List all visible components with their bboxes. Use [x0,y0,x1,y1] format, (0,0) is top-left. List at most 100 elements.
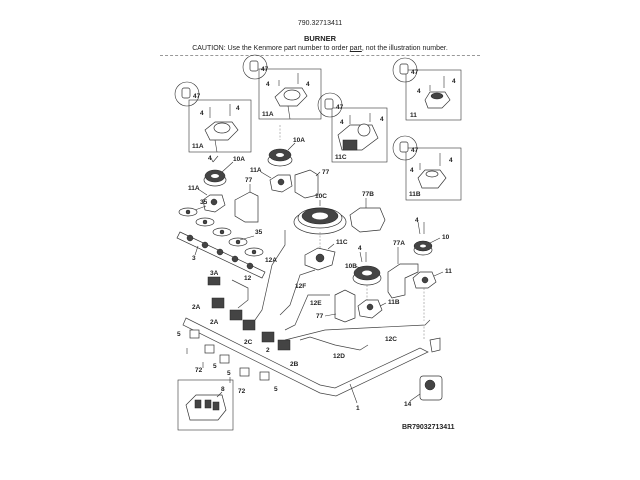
bracket-77-left[interactable]: 77 [234,177,259,223]
callout-47: 47 [411,69,419,76]
label-12: 12 [244,275,252,282]
label-77: 77 [245,177,253,184]
inset-frame [188,99,252,153]
valve-11[interactable]: 11 [412,268,452,340]
pipe-12[interactable]: 12 [231,275,252,309]
burner-10b[interactable]: 10B 4 [345,245,382,310]
callout-4: 4 [200,110,204,117]
callout-4: 4 [266,81,270,88]
label-12a: 12A [265,257,277,264]
valve-11a-left[interactable]: 11A [188,185,226,213]
manifold-pipe-1[interactable]: 1 [182,317,429,412]
label-77b: 77B [362,191,374,198]
callout-4: 4 [452,78,456,85]
label-12e: 12E [310,300,322,307]
label-72: 72 [195,367,203,374]
inset-11[interactable]: 47 4 4 11 [392,57,462,121]
callout-4: 4 [340,119,344,126]
callout-4: 4 [410,167,414,174]
part-link[interactable]: part [349,45,362,52]
knob-detail-circle [174,81,200,107]
callout-47: 47 [336,104,344,111]
inset-11b[interactable]: 47 4 4 11B [392,135,462,201]
callout-4: 4 [449,157,453,164]
valve-2a-upper[interactable]: 2A [192,297,225,311]
bracket-77-lower[interactable]: 77 [316,289,356,323]
caution-text-end: , not the illustration number. [361,45,448,52]
regulator-14[interactable]: 14 [404,337,443,408]
callout-47: 47 [261,66,269,73]
burner-caps-35[interactable]: 35 35 [178,199,264,257]
burner-10c[interactable]: 10C [293,193,347,235]
label-12f: 12F [295,283,306,290]
callout-47: 47 [193,93,201,100]
callout-8: 8 [221,386,225,393]
valve-2a-lower[interactable]: 2A [210,309,243,326]
diagram-title: BURNER [303,34,337,43]
label-12c: 12C [385,336,397,343]
pipe-12a[interactable]: 12A [254,230,286,321]
pipe-12d[interactable]: 12D [299,336,369,360]
label-11b: 11B [388,299,400,306]
valve-11b[interactable]: 11B [357,299,400,319]
label-10b: 10B [345,263,357,270]
label-4: 4 [208,155,212,162]
label-10a: 10A [233,156,245,163]
bracket-77b[interactable]: 77B [349,191,386,233]
label-77: 77 [322,169,330,176]
clips-5[interactable]: 5 5 5 5 [177,329,278,393]
label-2a: 2A [192,304,201,311]
valve-11a-center[interactable]: 11A [250,167,293,193]
inset-label: 11A [262,111,274,118]
callout-4: 4 [306,81,310,88]
bracket-77-center[interactable]: 77 [294,169,330,199]
label-1: 1 [356,405,360,412]
label-77: 77 [316,313,324,320]
inset-11a-top[interactable]: 47 4 4 11A [242,54,322,120]
pipe-12c[interactable]: 12C [284,319,431,343]
label-4: 4 [358,245,362,252]
label-5: 5 [274,386,278,393]
label-10a: 10A [293,137,305,144]
burner-10a-center[interactable]: 10A [267,125,305,167]
label-5: 5 [213,363,217,370]
bracket-77a[interactable]: 77A [387,240,419,299]
header-divider [160,55,480,56]
valve-2c[interactable]: 2C [242,319,256,346]
inset-11a-left[interactable]: 47 4 4 11A [174,81,252,153]
valve-11c[interactable]: 11C [304,232,348,271]
label-35: 35 [200,199,208,206]
diagram-reference-id: BR79032713411 [402,424,455,431]
inset-8[interactable]: 8 [177,379,234,431]
pipe-12f[interactable]: 12F [279,269,316,316]
orifice-3a[interactable]: 3A [207,270,221,286]
caution-text: CAUTION: Use the Kenmore part number to … [192,45,350,52]
label-10c: 10C [315,193,327,200]
callout-47: 47 [411,147,419,154]
label-11: 11 [445,268,452,275]
inset-11c[interactable]: 47 4 4 11C [317,92,388,163]
valve-2b[interactable]: 2B [277,339,299,368]
label-11a: 11A [250,167,262,174]
callout-4: 4 [417,88,421,95]
label-11c: 11C [336,239,348,246]
burner-10[interactable]: 10 4 [413,217,450,256]
inset-label: 11A [192,143,204,150]
burner-spreader-3[interactable]: 3 [176,231,266,279]
valve-2[interactable]: 2 [261,331,275,354]
label-3: 3 [192,255,196,262]
label-2: 2 [266,347,270,354]
burner-10a-left[interactable]: 10A 4 [203,155,245,187]
inset-label: 11C [335,154,347,161]
screws-72[interactable]: 72 72 [186,348,246,395]
caution-notice: CAUTION: Use the Kenmore part number to … [0,45,640,52]
inset-label: 11 [410,112,417,119]
label-12d: 12D [333,353,345,360]
label-11a: 11A [188,185,200,192]
pipe-12e[interactable]: 12E [284,294,330,331]
label-72: 72 [238,388,246,395]
label-2c: 2C [244,339,253,346]
label-3a: 3A [210,270,219,277]
callout-4: 4 [236,105,240,112]
label-35: 35 [255,229,263,236]
